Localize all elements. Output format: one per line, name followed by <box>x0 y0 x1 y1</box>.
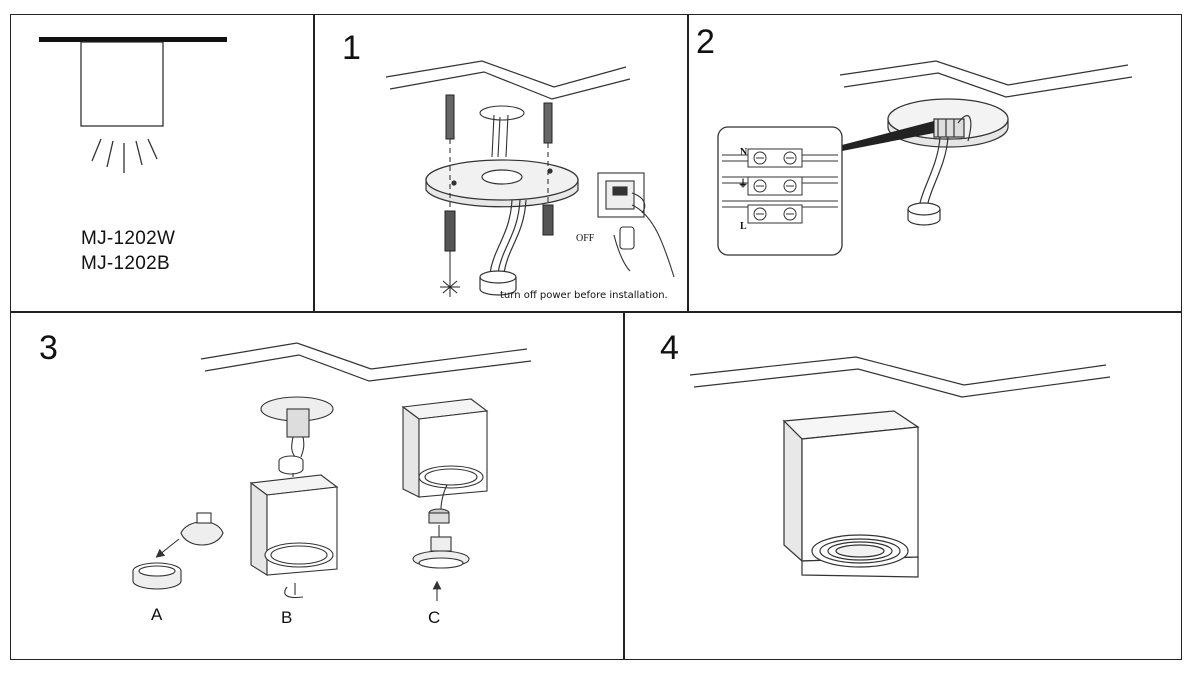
light-rays-icon <box>91 138 158 173</box>
switch-off-label: OFF <box>576 233 595 244</box>
installed-spotlight-diagram <box>689 356 1111 578</box>
wiring-diagram <box>717 60 1133 256</box>
screw-icon <box>440 94 554 297</box>
assembly-diagram <box>132 342 532 601</box>
terminal-label-n: N <box>740 147 748 158</box>
part-label-c: C <box>428 608 441 627</box>
step-number: 3 <box>39 329 58 367</box>
panel-product: MJ-1202W MJ-1202B <box>10 14 315 312</box>
safety-note: turn off power before installation. <box>500 290 668 301</box>
wall-switch-icon <box>597 172 675 278</box>
panel-step-1: 1 <box>313 14 689 312</box>
ceiling-outline <box>200 342 532 382</box>
part-label-a: A <box>151 605 163 624</box>
terminal-label-l: L <box>740 221 747 232</box>
panel-step-3: 3 <box>10 312 625 660</box>
mounting-plate-diagram <box>385 60 675 297</box>
panel-step-4: 4 <box>623 312 1182 660</box>
step-number: 2 <box>696 23 715 61</box>
ceiling-outline <box>689 356 1111 398</box>
model-code-white: MJ-1202W <box>81 228 176 249</box>
ceiling-outline <box>839 60 1133 98</box>
step-number: 4 <box>660 329 679 367</box>
part-label-b: B <box>281 608 293 627</box>
ceiling-spotlight-illustration <box>39 37 227 173</box>
terminal-label-earth: ⏚ <box>738 179 748 190</box>
step-number: 1 <box>342 29 361 67</box>
panel-step-2: 2 <box>687 14 1182 312</box>
model-code-black: MJ-1202B <box>81 253 170 274</box>
ceiling-outline <box>385 60 631 100</box>
